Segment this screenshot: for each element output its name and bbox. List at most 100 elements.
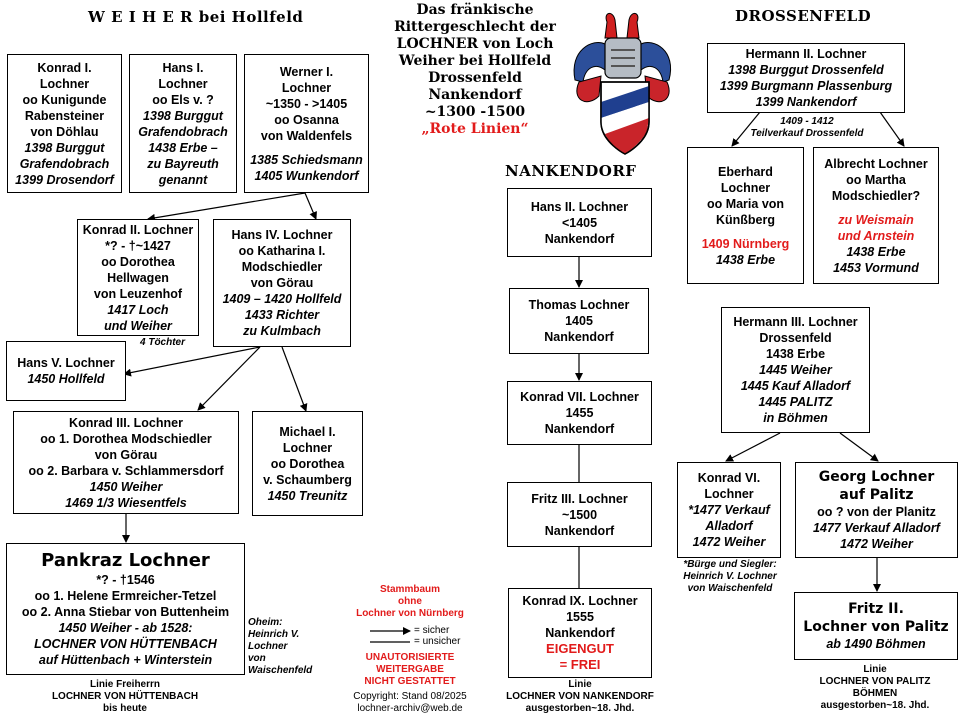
person-konrad-7: Konrad VII. Lochner 1455 Nankendorf [507, 381, 652, 445]
event: 1398 Burggut [143, 108, 223, 123]
name: Konrad II. Lochner [82, 222, 194, 237]
name: Lochner [39, 76, 90, 91]
event: 1445 Weiher [759, 363, 832, 377]
note-line: Heinrich V. Lochner [683, 571, 777, 582]
event: 1450 Hollfeld [27, 372, 105, 386]
event-red: zu Weismain [838, 212, 914, 227]
name: Hermann II. Lochner [745, 47, 867, 61]
place: Nankendorf [544, 231, 615, 246]
name: Eberhard [718, 164, 773, 179]
spouse: oo 2. Anna Stiebar von Buttenheim [21, 605, 230, 619]
event: Grafendobrach [19, 156, 110, 171]
note-line: *Bürge und Siegler: [683, 559, 777, 570]
note-line: LOCHNER VON PALITZ [819, 676, 931, 687]
person-albrecht: Albrecht Lochner oo Martha Modschiedler?… [813, 147, 939, 284]
name: Albrecht Lochner [824, 156, 928, 171]
event-red: 1409 Nürnberg [701, 236, 790, 251]
arrow-werner-hans4 [304, 192, 317, 220]
event: 1417 Loch [107, 302, 169, 317]
person-pankraz: Pankraz Lochner *? - †1546 oo 1. Helene … [6, 543, 245, 675]
arrow-hermann3-konrad6 [725, 432, 781, 462]
name: Hans I. [162, 60, 204, 75]
legend-title: Stammbaum ohne Lochner von Nürnberg [345, 584, 475, 620]
name: Konrad IX. Lochner [522, 594, 638, 608]
warning-line: UNAUTORISIERTE [365, 652, 455, 663]
person-hermann-2: Hermann II. Lochner 1398 Burggut Drossen… [707, 43, 905, 113]
name: Werner I. [279, 64, 334, 79]
spouse: oo Martha [846, 172, 906, 187]
heading-nankendorf: NANKENDORF [505, 162, 637, 180]
spouse: oo Dorothea [101, 254, 175, 269]
event: 1438 Erbe [765, 347, 826, 361]
spouse: Modschiedler [241, 260, 323, 274]
legend-line: Stammbaum [379, 584, 440, 595]
title-line: Das fränkische [416, 2, 534, 18]
event-red: und Arnstein [837, 228, 915, 243]
person-konrad-6: Konrad VI. Lochner *1477 Verkauf Allador… [677, 462, 781, 558]
note-line: Lochner [248, 641, 288, 652]
event: 1399 Nankendorf [755, 95, 857, 109]
event: 1398 Burggut Drossenfeld [728, 63, 884, 77]
person-hans-4: Hans IV. Lochner oo Katharina I. Modschi… [213, 219, 351, 347]
event: 1405 Wunkendorf [254, 168, 359, 183]
event: 1409 – 1420 Hollfeld [222, 292, 342, 306]
event: zu Kulmbach [243, 324, 321, 338]
name: Hermann III. Lochner [733, 315, 858, 329]
event: 1472 Weiher [840, 537, 913, 551]
spouse: von Döhlau [30, 124, 99, 139]
spouse: von Leuzenhof [93, 286, 183, 301]
note-line: Linie [568, 679, 592, 690]
dates: *? - †~1427 [105, 238, 171, 253]
note-oheim: Oheim: Heinrich V. Lochner von Waischenf… [248, 617, 312, 677]
spouse: oo Maria von [706, 196, 785, 211]
event: in Böhmen [763, 411, 828, 425]
status-red: EIGENGUT [546, 641, 614, 656]
legend-line: ohne [398, 596, 422, 607]
arrow-hermann2-albrecht [879, 111, 905, 147]
heading-weiher: W E I H E R bei Hollfeld [88, 8, 304, 26]
event: genannt [158, 172, 208, 187]
spouse: von Görau [250, 276, 314, 290]
name: Lochner [281, 80, 332, 95]
title-line: ~1300 -1500 [424, 104, 526, 120]
arrow-hans4-konrad3 [197, 346, 261, 411]
spouse: oo 2. Barbara v. Schlammersdorf [28, 463, 224, 478]
legend-line: Lochner von Nürnberg [356, 608, 464, 619]
note-line: bis heute [103, 703, 147, 714]
arrow-hermann2-eberhard [731, 111, 761, 147]
copyright-line: Copyright: Stand 08/2025 [353, 691, 467, 702]
dates: ~1500 [561, 507, 598, 522]
title-line: Weiher bei Hollfeld [398, 53, 552, 69]
note-teilverkauf: 1409 - 1412 Teilverkauf Drossenfeld [727, 116, 887, 140]
heading-drossenfeld: DROSSENFELD [735, 7, 872, 25]
spouse: v. Schaumberg [263, 472, 352, 487]
name: Thomas Lochner [528, 298, 630, 312]
spouse: von Waldenfels [260, 128, 353, 143]
spouse: oo Katharina I. [238, 244, 326, 258]
name: Lochner [704, 487, 754, 501]
event: 1453 Vormund [833, 260, 919, 275]
spouse: oo Dorothea [270, 456, 345, 471]
dates: *? - †1546 [96, 573, 155, 587]
name: Fritz III. Lochner [531, 491, 628, 506]
person-konrad-2: Konrad II. Lochner *? - †~1427 oo Doroth… [77, 219, 199, 336]
title-line: Rittergeschlecht der [394, 19, 556, 35]
spouse: oo 1. Dorothea Modschiedler [40, 431, 212, 446]
person-hermann-3: Hermann III. Lochner Drossenfeld 1438 Er… [721, 307, 870, 433]
event: 1385 Schiedsmann [250, 152, 363, 167]
dates: ~1350 - >1405 [265, 96, 348, 111]
note-line: ausgestorben~18. Jhd. [820, 700, 930, 711]
arrow-hermann3-georg [839, 432, 879, 462]
page-title: Das fränkische Rittergeschlecht der LOCH… [370, 2, 580, 138]
linie-nankendorf: Linie LOCHNER VON NANKENDORF ausgestorbe… [495, 679, 665, 715]
event: 1445 PALITZ [758, 395, 833, 409]
note-toechter: 4 Töchter [140, 337, 186, 348]
arrow-hans4-hans5 [123, 346, 261, 377]
name: Hans V. Lochner [17, 356, 115, 370]
place: Nankendorf [544, 422, 615, 436]
dates: 1455 [565, 406, 594, 420]
event: 1438 Erbe – [148, 140, 218, 155]
spouse: oo Els v. ? [152, 92, 214, 107]
event: 1438 Erbe [715, 252, 776, 267]
event: 1477 Verkauf Alladorf [813, 521, 940, 535]
